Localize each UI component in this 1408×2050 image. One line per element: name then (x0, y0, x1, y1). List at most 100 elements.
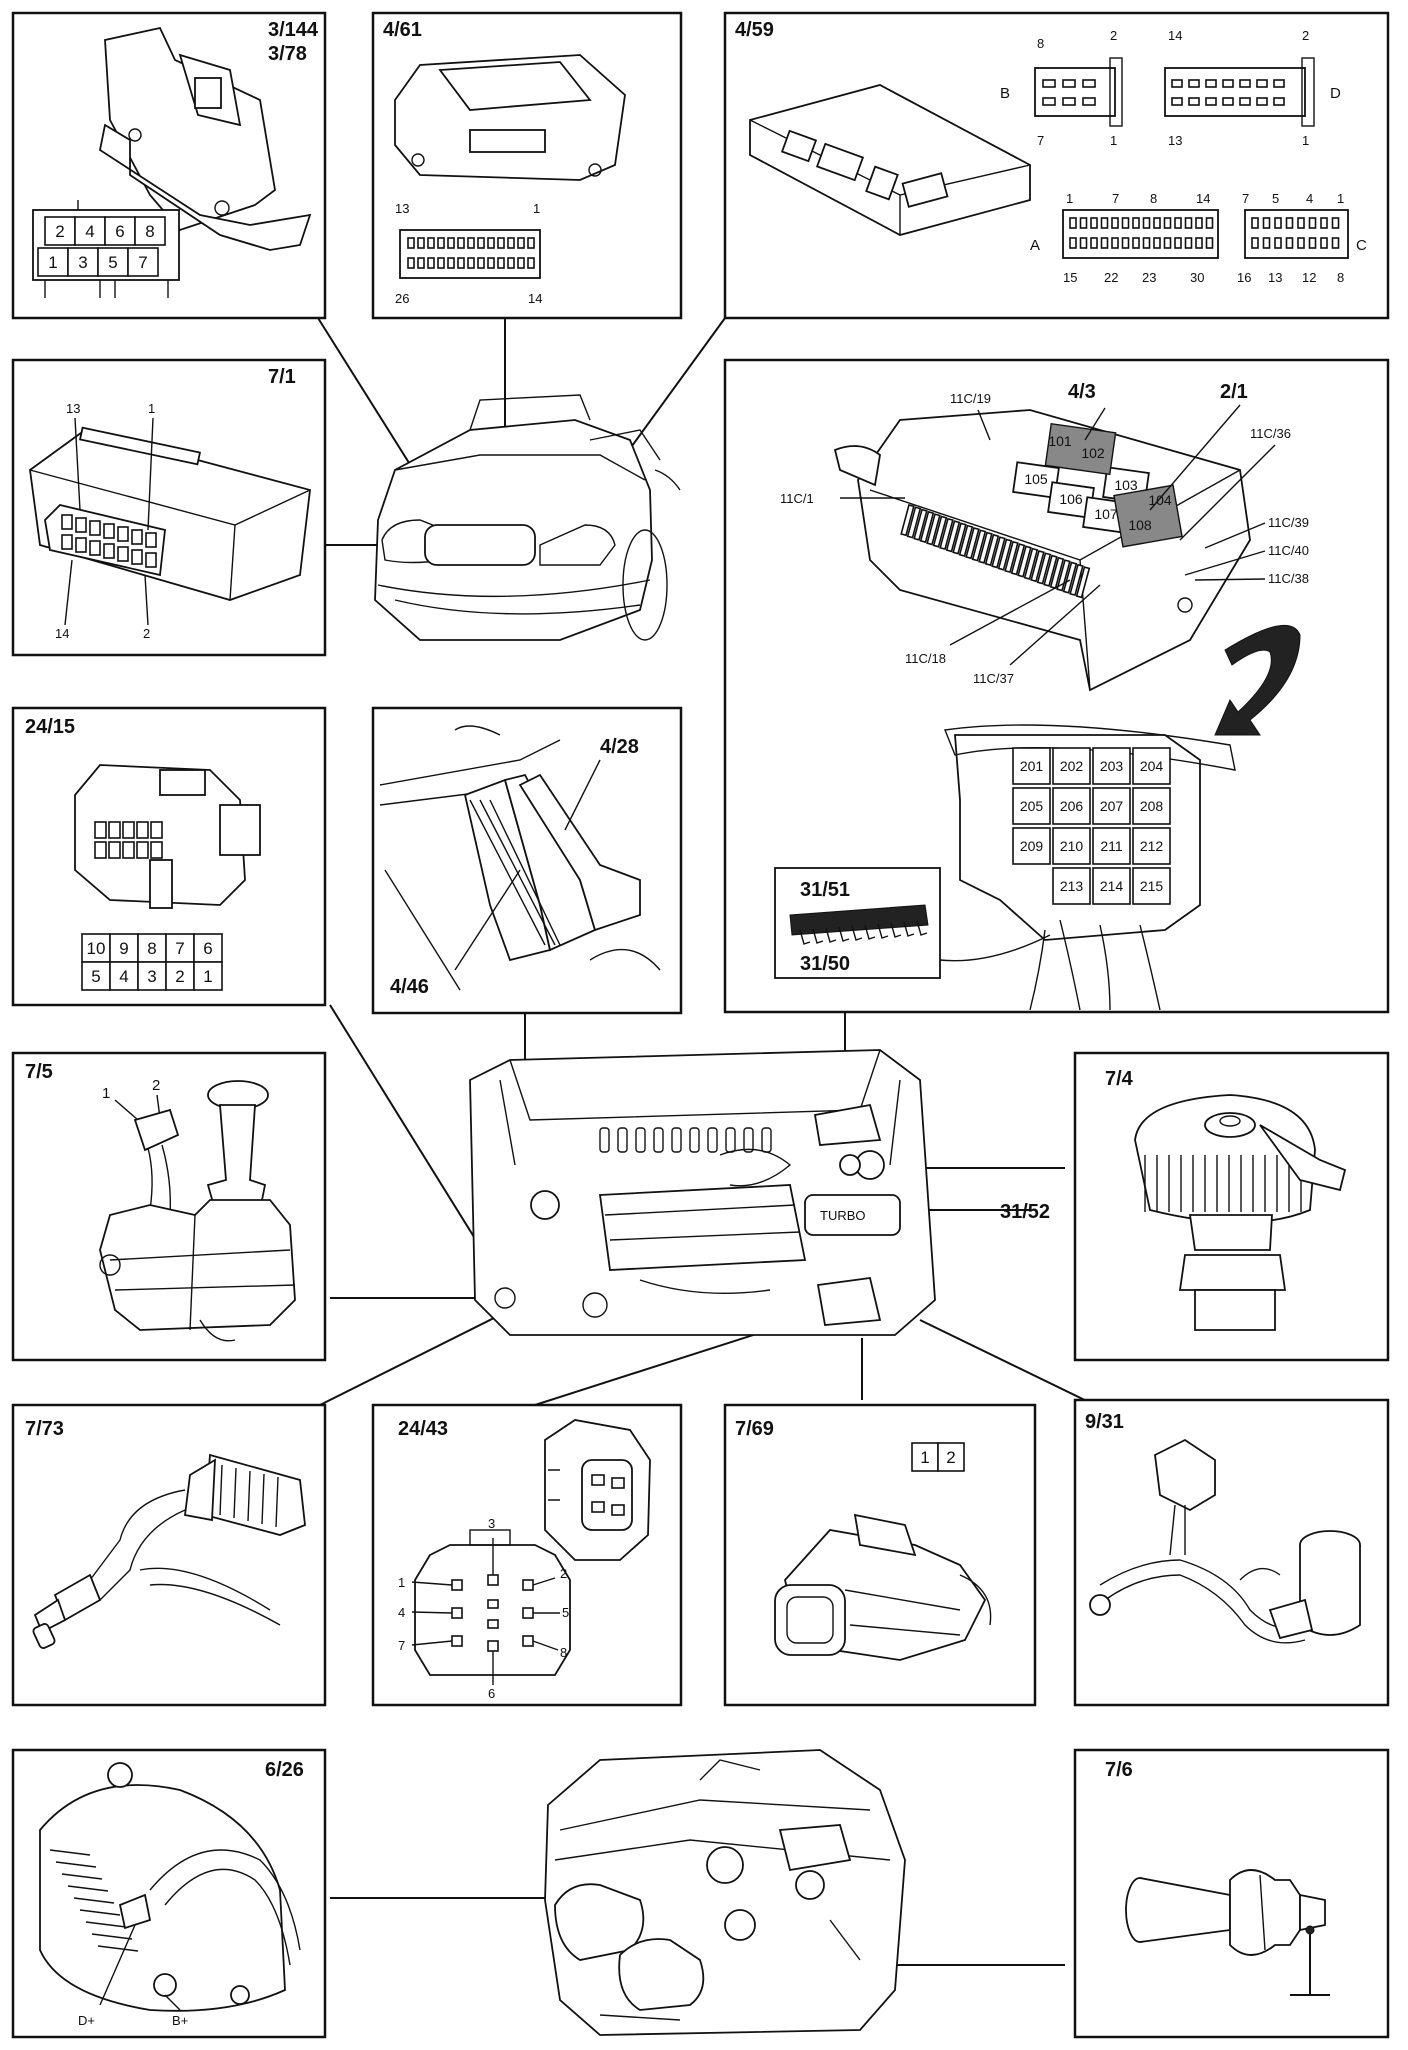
pin-cavity (108, 841, 121, 859)
panel-label-3-144: 3/144 (268, 19, 319, 41)
panel-7-4: 7/4 (1073, 1051, 1390, 1362)
panel-label-4-61: 4/61 (383, 19, 422, 41)
terminal-d-plus: D+ (78, 2013, 95, 2028)
relay-slot-202 (1052, 747, 1091, 785)
relay-slot-201 (1012, 747, 1051, 785)
pin-grid-7-69: 1 2 (911, 1442, 965, 1472)
pin-2: 2 (175, 967, 184, 986)
modules-illustration (379, 725, 661, 991)
pin-cavity (1331, 217, 1340, 229)
fuse-slot (945, 520, 961, 553)
panel-label-7-73: 7/73 (25, 1418, 64, 1440)
pin-22: 22 (1104, 270, 1118, 285)
pin-cavity (1308, 237, 1317, 249)
pin-2: 2 (143, 626, 150, 641)
pin-cavity (1100, 217, 1109, 229)
pin-cavity (1090, 217, 1098, 229)
connector-c: 7 5 4 1 16 13 12 8 C (1237, 191, 1367, 285)
pin-3: 3 (78, 253, 87, 272)
pin-cavity (1256, 97, 1268, 106)
pin-cavity (1285, 217, 1294, 229)
pin-cell (137, 933, 167, 963)
callout-11c-39: 11C/39 (1268, 515, 1309, 530)
housing-rib (219, 1464, 223, 1516)
pin-14: 14 (528, 291, 542, 306)
callout-11c-37: 11C/37 (973, 671, 1014, 686)
pin-cavity (467, 257, 475, 269)
relay-105: 105 (1024, 471, 1048, 487)
pin-cavity (61, 534, 73, 550)
panel-label-3-78: 3/78 (268, 43, 307, 65)
pin-cavity (131, 529, 143, 545)
pin-cavity (407, 237, 415, 249)
pin-8: 8 (1337, 270, 1344, 285)
pin-1: 1 (102, 1085, 110, 1102)
fuse-box-illustration: 101 102 103 104 105 106 107 108 (833, 409, 1251, 692)
fuse-slot (1030, 550, 1045, 583)
pin-cell (137, 961, 167, 991)
fuse-slot (971, 529, 987, 562)
connector-d: 14 2 13 1 D (1164, 28, 1341, 148)
terminal-tooth (812, 928, 824, 944)
pin-6: 6 (488, 1686, 495, 1701)
connector-b: 8 2 7 1 B (1000, 28, 1123, 148)
pin-1: 1 (1302, 133, 1309, 148)
pin-cavity (150, 841, 163, 859)
pin-7: 7 (175, 939, 184, 958)
pin-cavity (1205, 79, 1217, 88)
terminal-tooth (877, 923, 889, 939)
connector-letter-a: A (1030, 237, 1040, 254)
control-unit-illustration: 13 1 14 2 (29, 401, 311, 641)
relay-107: 107 (1094, 506, 1118, 522)
pin-cavity (117, 546, 129, 562)
pin-cavity (136, 821, 149, 839)
pin-cavity (1297, 237, 1305, 249)
pin-cavity (1132, 237, 1140, 249)
pin-7: 7 (1242, 191, 1249, 206)
pin-cavity (1069, 217, 1077, 229)
pin-cavity (1079, 217, 1088, 229)
sensor-harness-illustration (1089, 1438, 1361, 1644)
fuse-slot (932, 515, 948, 548)
panel-label-4-59: 4/59 (735, 19, 774, 41)
inset-label-31-51: 31/51 (800, 879, 850, 901)
pin-2: 2 (152, 1077, 160, 1094)
grille-slot (743, 1127, 754, 1153)
pin-cavity (1331, 237, 1340, 249)
pin-cavity (427, 257, 435, 269)
pin-13: 13 (1268, 270, 1282, 285)
inset-connector-31-51: 31/51 31/50 (774, 867, 1051, 979)
relay-slot-208 (1132, 787, 1171, 825)
pin-5: 5 (1272, 191, 1279, 206)
pin-cavity (497, 237, 505, 249)
canister-valve-illustration (1134, 1094, 1347, 1331)
pin-cavity (75, 537, 87, 553)
panel-label-4-28: 4/28 (600, 736, 639, 758)
pin-3: 3 (147, 967, 156, 986)
grille-slot (671, 1127, 682, 1153)
pin-2: 2 (560, 1566, 567, 1581)
pin-8: 8 (147, 939, 156, 958)
pin-cavity (1320, 237, 1328, 249)
pin-1: 1 (1066, 191, 1073, 206)
pin-cavity (1195, 217, 1203, 229)
panel-label-7-4: 7/4 (1105, 1068, 1134, 1090)
cooling-fin (49, 1849, 91, 1856)
pin-5: 5 (91, 967, 100, 986)
callout-11c-18: 11C/18 (905, 651, 946, 666)
pin-cavity (1251, 237, 1259, 249)
module-box-illustration (749, 84, 1031, 236)
relay-215: 215 (1140, 878, 1164, 894)
pin-cavity (1121, 237, 1130, 249)
relay-102: 102 (1081, 445, 1105, 461)
callout-11c-36: 11C/36 (1250, 426, 1291, 441)
pin-cavity (1171, 97, 1183, 106)
pin-2: 2 (1110, 28, 1117, 43)
pin-cavity (517, 257, 525, 269)
pin-7: 7 (398, 1638, 405, 1653)
panel-label-7-1: 7/1 (268, 366, 296, 388)
pin-cavity (1273, 79, 1285, 88)
callout-31-52: 31/52 (1000, 1201, 1050, 1223)
pin-cavity (427, 237, 435, 249)
